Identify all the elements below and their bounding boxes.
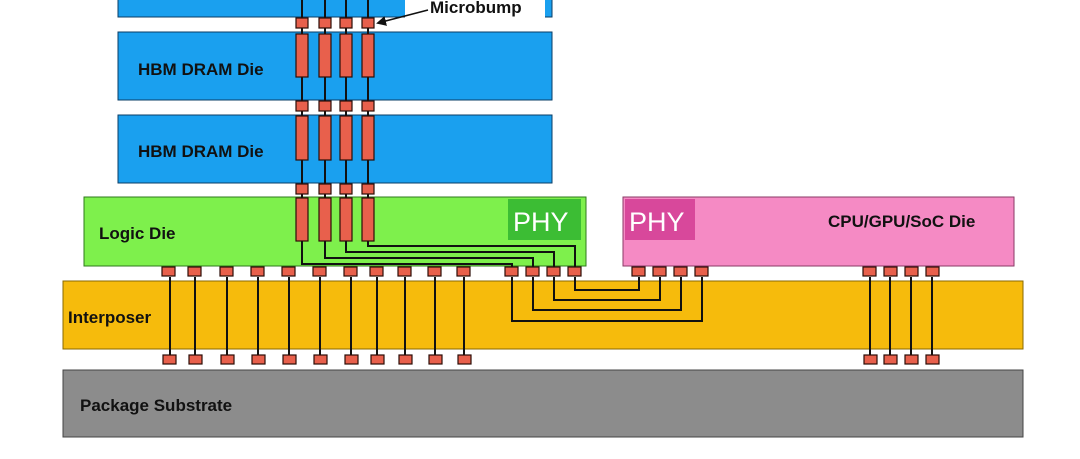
hbm-dram-die-1-label: HBM DRAM Die [138,60,264,79]
microbump [525,266,540,277]
c4-bump [282,354,297,365]
phy-logic-label: PHY [513,207,569,237]
tsv-segment [339,197,353,242]
tsv-bump [318,183,332,195]
tsv-segment [295,33,309,78]
logic-die-label: Logic Die [99,224,176,243]
hbm-dram-die-2-label: HBM DRAM Die [138,142,264,161]
microbump [187,266,202,277]
hbm-dram-die-1 [117,31,553,101]
tsv-segment [361,115,375,161]
interposer-block [62,280,1024,350]
phy-logic-block [508,199,581,240]
microbump [546,266,561,277]
c4-bump [904,354,919,365]
hbm-dram-die-2 [117,114,553,184]
tsv-segment [318,115,332,161]
microbump-callout-label: Microbump [430,0,522,17]
microbump [883,266,898,277]
tsv-bump [361,17,375,29]
tsv-bump [339,183,353,195]
tsv-segment [318,33,332,78]
tsv-bump [361,100,375,112]
microbump [652,266,667,277]
tsv-bump [339,17,353,29]
tsv-segment [361,33,375,78]
package-substrate-label: Package Substrate [80,396,232,415]
c4-bumps-bottom-row [162,354,940,365]
cpu-gpu-soc-die-label: CPU/GPU/SoC Die [828,212,975,231]
tsv-bump [318,100,332,112]
microbump [369,266,384,277]
interposer-label: Interposer [68,308,152,327]
c4-bump [251,354,266,365]
microbump [219,266,234,277]
tsv-segment [318,197,332,242]
microbump [504,266,519,277]
c4-bump [370,354,385,365]
tsv-bump [318,17,332,29]
c4-bump [428,354,443,365]
microbump [343,266,358,277]
tsv-bump [295,183,309,195]
microbump [456,266,471,277]
phy-cpu-label: PHY [629,207,685,237]
microbump [631,266,646,277]
microbumps-top-row [161,266,940,277]
interposer-vias [169,277,933,356]
microbump-callout-box [405,0,545,20]
c4-bump [313,354,328,365]
c4-bump [925,354,940,365]
microbump [397,266,412,277]
interposer-routing [511,277,703,322]
tsv-bump [295,100,309,112]
c4-bump [863,354,878,365]
c4-bump [344,354,359,365]
microbump [312,266,327,277]
microbump [904,266,919,277]
c4-bump [398,354,413,365]
microbump [673,266,688,277]
logic-die-block [83,196,587,267]
microbump-callout-arrow [376,9,429,26]
tsv-bump [339,100,353,112]
microbump [161,266,176,277]
c4-bump [220,354,235,365]
microbump [281,266,296,277]
tsv-stack [295,0,375,242]
tsv-segment [295,197,309,242]
microbump [862,266,877,277]
microbump [427,266,442,277]
phy-cpu-block [625,199,695,240]
microbump [925,266,940,277]
tsv-bumps [295,17,375,242]
tsv-bump [361,183,375,195]
microbump [567,266,582,277]
c4-bump [457,354,472,365]
tsv-segment [361,197,375,242]
tsv-segment [295,115,309,161]
tsv-segment [339,33,353,78]
tsv-bump [295,17,309,29]
package-substrate-block [62,369,1024,438]
c4-bump [883,354,898,365]
microbump [694,266,709,277]
tsv-segment [339,115,353,161]
c4-bump [188,354,203,365]
c4-bump [162,354,177,365]
microbump [250,266,265,277]
